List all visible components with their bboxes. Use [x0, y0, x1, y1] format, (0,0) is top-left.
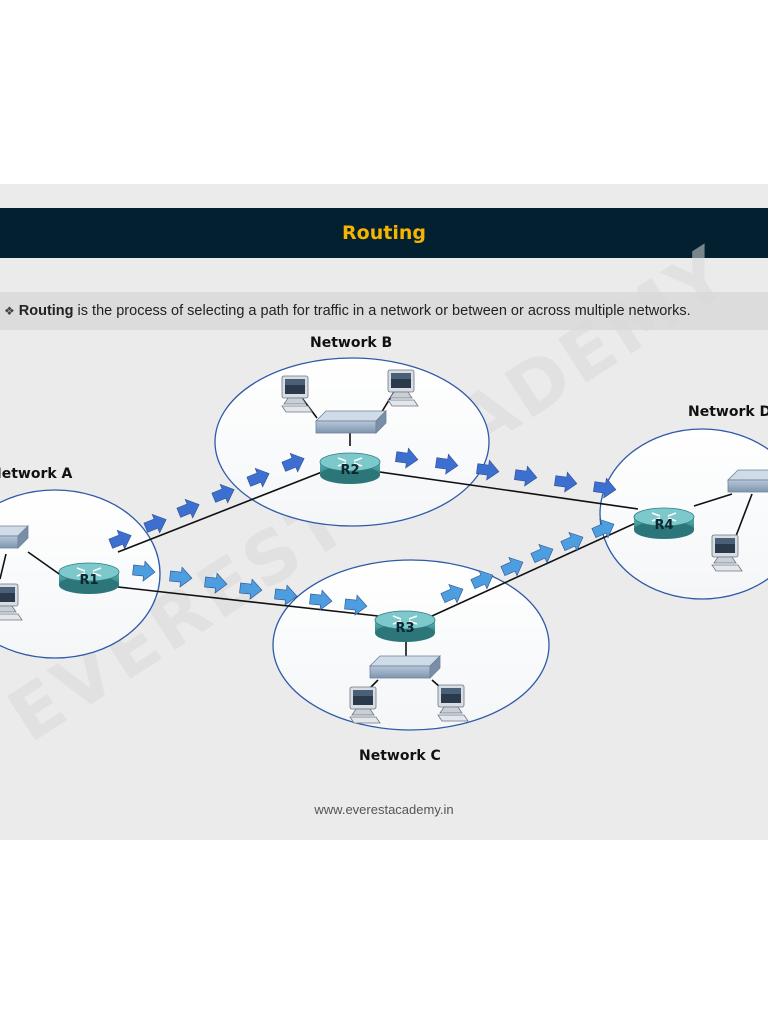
link-r4-switch-d [693, 493, 733, 507]
link-switch-d-pc [735, 493, 753, 537]
title-bar: Routing [0, 208, 768, 258]
arrow-r1-r3 [204, 572, 228, 594]
router-r3-label: R3 [395, 621, 414, 636]
network-c-label: Network C [359, 748, 441, 764]
computer-icon [281, 375, 313, 413]
link-r3-r4 [431, 520, 641, 617]
arrow-r2-r4 [514, 465, 538, 487]
arrow-r2-r4 [435, 453, 459, 475]
bullet-text: is the process of selecting a path for t… [73, 303, 691, 319]
bullet-glyph: ❖ [4, 304, 15, 318]
arrow-r1-r2 [246, 467, 270, 488]
slide: Routing EVEREST ACADEMY Network A [0, 184, 768, 840]
arrow-r1-r2 [211, 483, 235, 504]
arrow-r1-r3 [309, 589, 333, 611]
link-switch-a-pc [0, 553, 7, 580]
arrow-r3-r4 [500, 556, 524, 577]
bullet-line: ❖Routing is the process of selecting a p… [4, 292, 691, 330]
arrow-r3-r4 [530, 543, 554, 564]
switch-a [0, 525, 29, 549]
arrow-r1-r2 [176, 498, 200, 519]
network-diagram: EVEREST ACADEMY Network A Network B Netw… [0, 229, 768, 764]
router-r3: R3 [374, 610, 436, 642]
router-r4: R4 [633, 507, 695, 539]
computer-icon [387, 369, 419, 407]
arrow-r2-r4 [593, 477, 617, 499]
arrow-r1-r3 [344, 594, 368, 616]
arrow-r2-r4 [476, 459, 500, 481]
arrow-r1-r3 [274, 584, 298, 606]
arrows [108, 447, 617, 616]
computer-icon [437, 684, 469, 722]
slide-title: Routing [342, 222, 426, 244]
switch-c [369, 655, 441, 679]
link-r2-r4 [379, 471, 639, 510]
network-b-area [214, 357, 490, 527]
arrow-r3-r4 [470, 569, 494, 590]
network-a-label: Network A [0, 466, 73, 482]
computer-icon [349, 686, 381, 724]
router-r1-label: R1 [79, 573, 98, 588]
router-r2: R2 [319, 452, 381, 484]
network-d-label: Network D [688, 404, 768, 420]
computer-icon [711, 534, 743, 572]
footer-url: www.everestacademy.in [314, 802, 454, 817]
switch-b [315, 410, 387, 434]
arrow-r1-r3 [132, 560, 156, 582]
link-r1-switch-a [27, 551, 63, 577]
switch-d [727, 469, 768, 493]
arrow-r1-r3 [239, 578, 263, 600]
network-c-area [272, 559, 550, 731]
computers [0, 369, 743, 724]
arrow-r3-r4 [591, 518, 615, 539]
link-r1-r3 [117, 586, 379, 617]
router-r2-label: R2 [340, 463, 359, 478]
computer-icon [0, 583, 23, 621]
bullet-strip [0, 292, 768, 330]
arrow-r1-r2 [108, 529, 132, 550]
network-b-label: Network B [310, 335, 392, 351]
arrow-r1-r3 [169, 566, 193, 588]
arrow-r1-r2 [143, 513, 167, 534]
arrow-r2-r4 [554, 471, 578, 493]
arrow-r3-r4 [560, 531, 584, 552]
router-r1: R1 [58, 562, 120, 594]
arrow-r1-r2 [281, 452, 305, 473]
arrow-r2-r4 [395, 447, 419, 469]
link-r1-r2 [117, 471, 323, 553]
arrow-r3-r4 [440, 583, 464, 604]
bullet-term: Routing [18, 303, 74, 319]
router-r4-label: R4 [654, 518, 673, 533]
